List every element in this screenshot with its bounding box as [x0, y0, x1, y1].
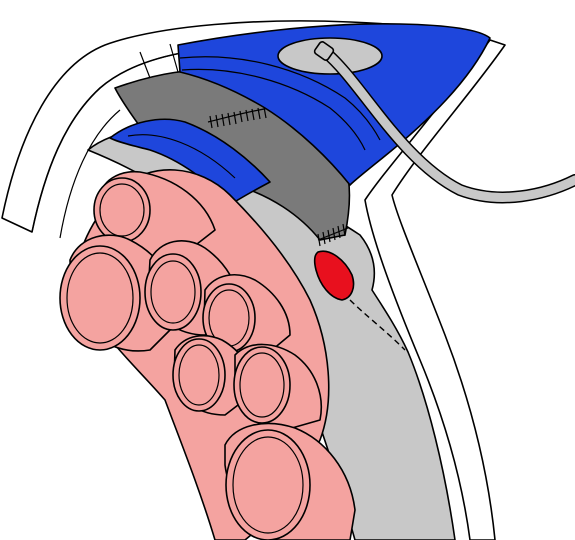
anatomical-diagram — [0, 0, 575, 540]
